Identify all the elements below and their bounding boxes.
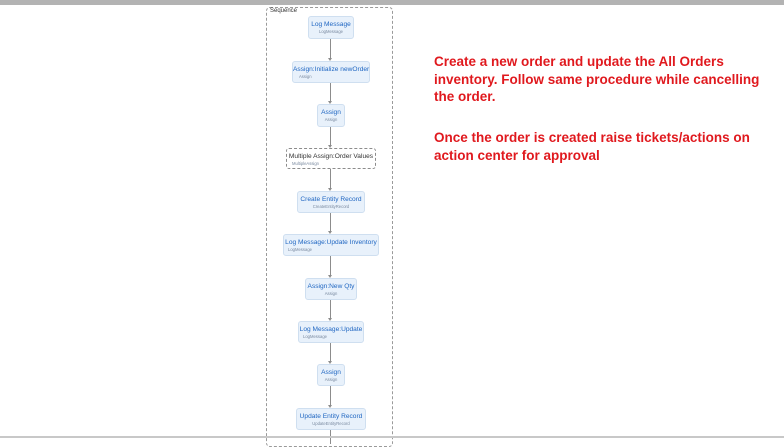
connector-arrow [328,101,332,104]
connector-arrow [328,231,332,234]
activity-subtitle: MultipleAssign [292,161,319,166]
connector-line [330,39,331,59]
connector-line [330,256,331,276]
window-top-bar [0,0,784,5]
connector-arrow [328,318,332,321]
activity-subtitle: UpdateEntityRecord [312,421,350,426]
activity-title: Assign [321,109,341,116]
activity-assign-new-qty[interactable]: Assign:New Qty Assign [305,278,357,300]
connector-arrow [328,361,332,364]
activity-subtitle: LogMessage [319,29,343,34]
connector-arrow [328,145,332,148]
connector-arrow [328,405,332,408]
connector-line [330,386,331,406]
activity-subtitle: CreateEntityRecord [312,204,350,209]
connector-arrow [328,58,332,61]
activity-title: Log Message [311,21,351,28]
activity-log-message-update[interactable]: Log Message:Update LogMessage [298,321,364,343]
activity-title: Assign:New Qty [307,283,355,290]
activity-assign[interactable]: Assign Assign [317,364,345,386]
activity-subtitle: LogMessage [288,247,312,252]
connector-line [330,213,331,232]
connector-line [330,83,331,102]
activity-subtitle: Assign [299,74,312,79]
activity-title: Log Message:Update Inventory [285,239,377,246]
activity-multiple-assign-order-values[interactable]: Multiple Assign:Order Values MultipleAss… [286,148,376,169]
activity-title: Multiple Assign:Order Values [288,153,374,160]
sequence-container[interactable]: Sequence Log Message LogMessage Assign:I… [266,7,393,447]
connector-arrow [328,188,332,191]
activity-assign[interactable]: Assign Assign [317,104,345,127]
connector-line [330,169,331,189]
activity-subtitle: Assign [324,377,338,382]
activity-subtitle: LogMessage [303,334,327,339]
connector-line [330,300,331,319]
activity-update-entity-record[interactable]: Update Entity Record UpdateEntityRecord [296,408,366,430]
connector-arrow [328,275,332,278]
activity-title: Assign:Initialize newOrder [293,66,370,73]
activity-title: Log Message:Update [299,326,363,333]
connector-line [330,343,331,362]
activity-log-message[interactable]: Log Message LogMessage [308,16,354,39]
activity-title: Assign [321,369,341,376]
activity-subtitle: Assign [324,291,338,296]
connector-line [330,127,331,146]
activity-subtitle: Assign [324,117,338,122]
activity-log-message-update-inventory[interactable]: Log Message:Update Inventory LogMessage [283,234,379,256]
activity-title: Update Entity Record [299,413,363,420]
window-bottom-border [0,436,784,438]
instruction-note-approval: Once the order is created raise tickets/… [434,130,750,163]
activity-create-entity-record[interactable]: Create Entity Record CreateEntityRecord [297,191,365,213]
instruction-note-order: Create a new order and update the All Or… [434,54,760,104]
activity-assign-initialize-neworder[interactable]: Assign:Initialize newOrder Assign [292,61,370,83]
activity-title: Create Entity Record [300,196,362,203]
sequence-label: Sequence [270,8,298,14]
